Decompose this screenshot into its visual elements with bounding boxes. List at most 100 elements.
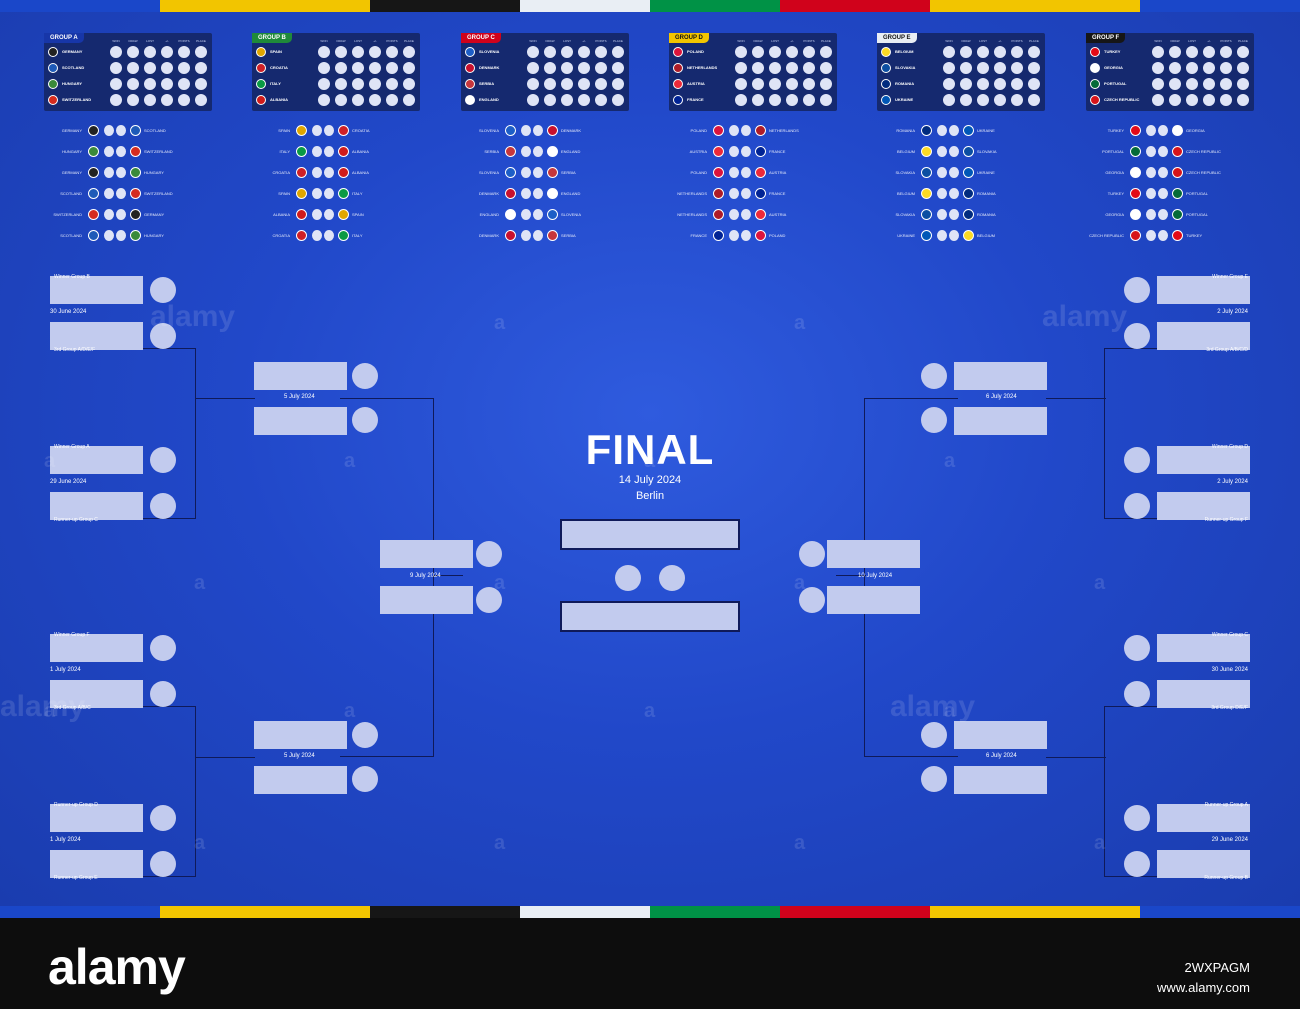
team-slot[interactable] [827, 540, 920, 568]
stat-cell[interactable] [1186, 94, 1198, 106]
score-slot[interactable] [921, 407, 947, 433]
stat-cell[interactable] [1152, 62, 1164, 74]
stat-cell[interactable] [1186, 62, 1198, 74]
stat-cell[interactable] [161, 46, 173, 58]
stat-cell[interactable] [752, 78, 764, 90]
score-slot[interactable] [150, 635, 176, 661]
team-slot[interactable] [1157, 680, 1250, 708]
team-slot[interactable] [254, 362, 347, 390]
stat-cell[interactable] [595, 62, 607, 74]
stat-cell[interactable] [820, 78, 832, 90]
score-input[interactable] [533, 209, 543, 220]
stat-cell[interactable] [786, 94, 798, 106]
score-slot[interactable] [1124, 447, 1150, 473]
score-input[interactable] [116, 146, 126, 157]
stat-cell[interactable] [161, 62, 173, 74]
team-slot[interactable] [954, 766, 1047, 794]
score-input[interactable] [104, 209, 114, 220]
stat-cell[interactable] [1220, 62, 1232, 74]
team-slot[interactable] [50, 322, 143, 350]
score-input[interactable] [533, 167, 543, 178]
score-slot[interactable] [150, 681, 176, 707]
score-input[interactable] [533, 125, 543, 136]
score-input[interactable] [324, 209, 334, 220]
stat-cell[interactable] [352, 78, 364, 90]
stat-cell[interactable] [735, 62, 747, 74]
stat-cell[interactable] [612, 62, 624, 74]
stat-cell[interactable] [1028, 62, 1040, 74]
stat-cell[interactable] [1169, 46, 1181, 58]
final-score-2[interactable] [659, 565, 685, 591]
score-input[interactable] [324, 230, 334, 241]
stat-cell[interactable] [561, 94, 573, 106]
stat-cell[interactable] [369, 78, 381, 90]
stat-cell[interactable] [527, 78, 539, 90]
stat-cell[interactable] [386, 94, 398, 106]
score-input[interactable] [729, 230, 739, 241]
stat-cell[interactable] [127, 94, 139, 106]
stat-cell[interactable] [161, 78, 173, 90]
team-slot[interactable] [954, 407, 1047, 435]
stat-cell[interactable] [403, 78, 415, 90]
stat-cell[interactable] [595, 78, 607, 90]
stat-cell[interactable] [386, 78, 398, 90]
stat-cell[interactable] [994, 62, 1006, 74]
team-slot[interactable] [827, 586, 920, 614]
stat-cell[interactable] [1203, 62, 1215, 74]
stat-cell[interactable] [943, 78, 955, 90]
stat-cell[interactable] [144, 94, 156, 106]
score-slot[interactable] [921, 722, 947, 748]
score-input[interactable] [741, 188, 751, 199]
stat-cell[interactable] [544, 62, 556, 74]
stat-cell[interactable] [960, 78, 972, 90]
stat-cell[interactable] [144, 46, 156, 58]
score-input[interactable] [949, 146, 959, 157]
stat-cell[interactable] [352, 62, 364, 74]
stat-cell[interactable] [977, 78, 989, 90]
stat-cell[interactable] [110, 46, 122, 58]
stat-cell[interactable] [110, 62, 122, 74]
stat-cell[interactable] [960, 94, 972, 106]
score-slot[interactable] [150, 851, 176, 877]
score-input[interactable] [937, 209, 947, 220]
stat-cell[interactable] [943, 62, 955, 74]
stat-cell[interactable] [994, 78, 1006, 90]
score-input[interactable] [104, 146, 114, 157]
stat-cell[interactable] [1220, 46, 1232, 58]
stat-cell[interactable] [1203, 78, 1215, 90]
score-input[interactable] [312, 167, 322, 178]
stat-cell[interactable] [1220, 94, 1232, 106]
score-input[interactable] [741, 146, 751, 157]
score-input[interactable] [949, 125, 959, 136]
score-input[interactable] [116, 230, 126, 241]
score-input[interactable] [1146, 188, 1156, 199]
team-slot[interactable] [954, 362, 1047, 390]
stat-cell[interactable] [578, 94, 590, 106]
stat-cell[interactable] [352, 94, 364, 106]
stat-cell[interactable] [403, 94, 415, 106]
score-input[interactable] [1146, 230, 1156, 241]
stat-cell[interactable] [1011, 78, 1023, 90]
stat-cell[interactable] [977, 46, 989, 58]
team-slot[interactable] [1157, 634, 1250, 662]
score-input[interactable] [116, 209, 126, 220]
stat-cell[interactable] [960, 62, 972, 74]
stat-cell[interactable] [161, 94, 173, 106]
score-input[interactable] [312, 188, 322, 199]
stat-cell[interactable] [752, 46, 764, 58]
stat-cell[interactable] [735, 78, 747, 90]
score-slot[interactable] [921, 363, 947, 389]
team-slot[interactable] [380, 586, 473, 614]
score-input[interactable] [729, 167, 739, 178]
score-input[interactable] [521, 167, 531, 178]
score-slot[interactable] [352, 407, 378, 433]
stat-cell[interactable] [612, 94, 624, 106]
stat-cell[interactable] [178, 62, 190, 74]
stat-cell[interactable] [1011, 62, 1023, 74]
score-slot[interactable] [799, 587, 825, 613]
score-input[interactable] [741, 230, 751, 241]
score-input[interactable] [1158, 230, 1168, 241]
stat-cell[interactable] [786, 62, 798, 74]
score-input[interactable] [937, 188, 947, 199]
score-slot[interactable] [1124, 851, 1150, 877]
